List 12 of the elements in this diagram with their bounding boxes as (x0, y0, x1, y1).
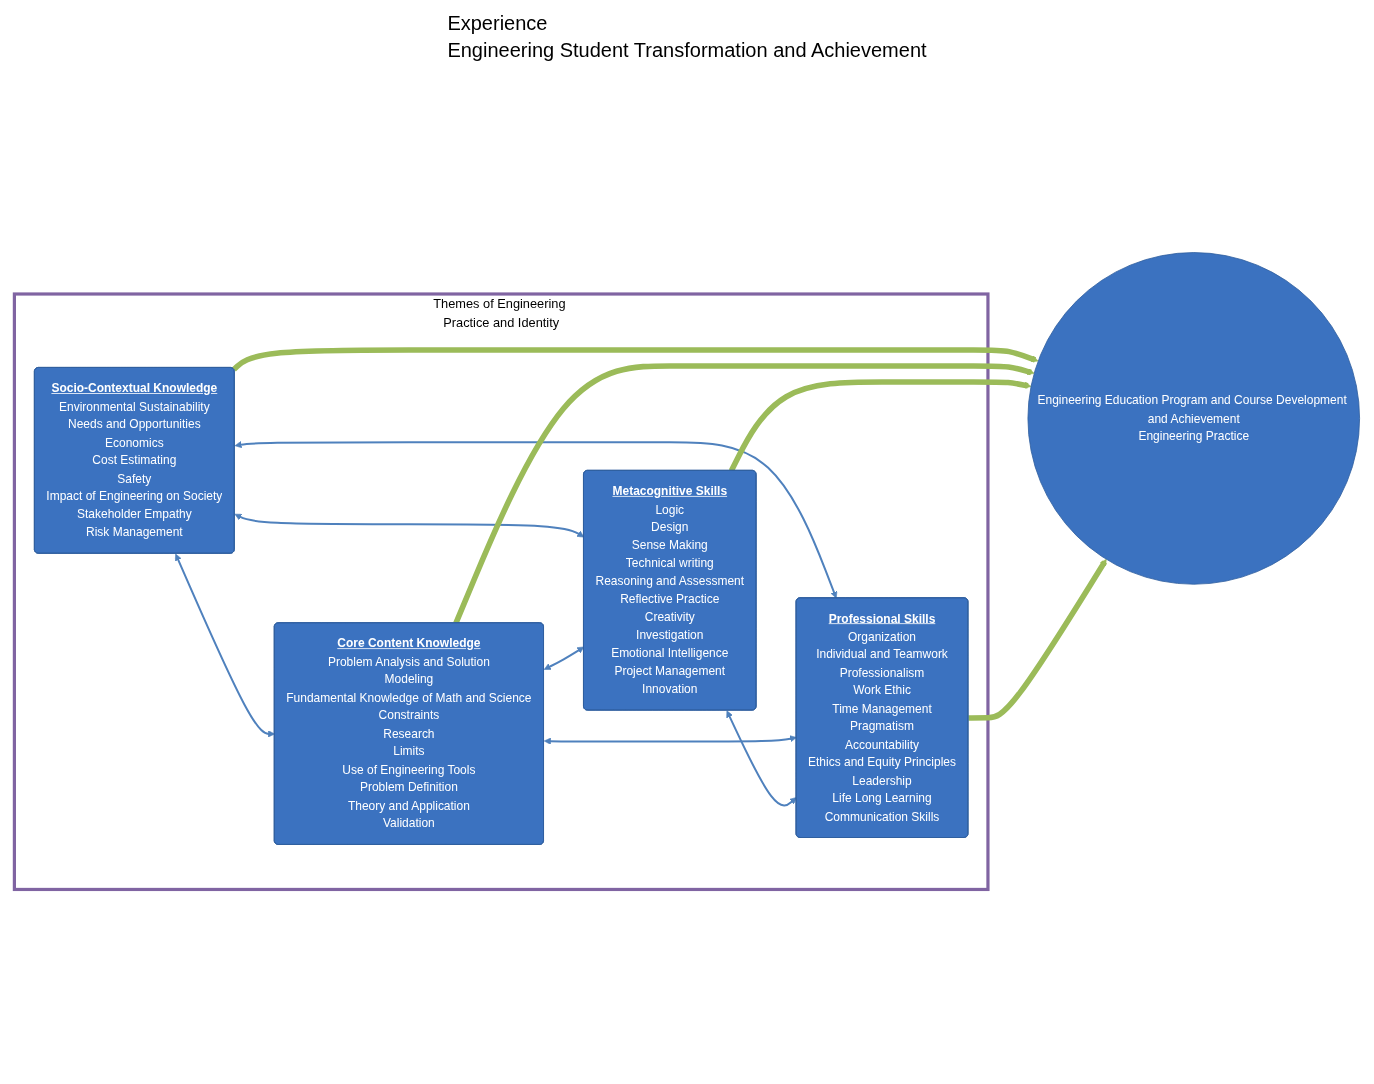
arrow (174, 553, 275, 738)
arrow (726, 710, 797, 807)
arrow (234, 441, 838, 599)
node-circle: Engineering Education Program and Course Development and Achievement Engineering Practice (1027, 252, 1360, 585)
arrow (543, 646, 585, 670)
arrow (968, 558, 1107, 721)
side-label: Engineering Student Transformation and Achievement (447, 39, 927, 62)
arrow (543, 735, 797, 745)
side-label: Experience (447, 12, 549, 35)
arrow (234, 513, 585, 538)
arrow (232, 347, 1039, 372)
arrow (728, 379, 1032, 472)
